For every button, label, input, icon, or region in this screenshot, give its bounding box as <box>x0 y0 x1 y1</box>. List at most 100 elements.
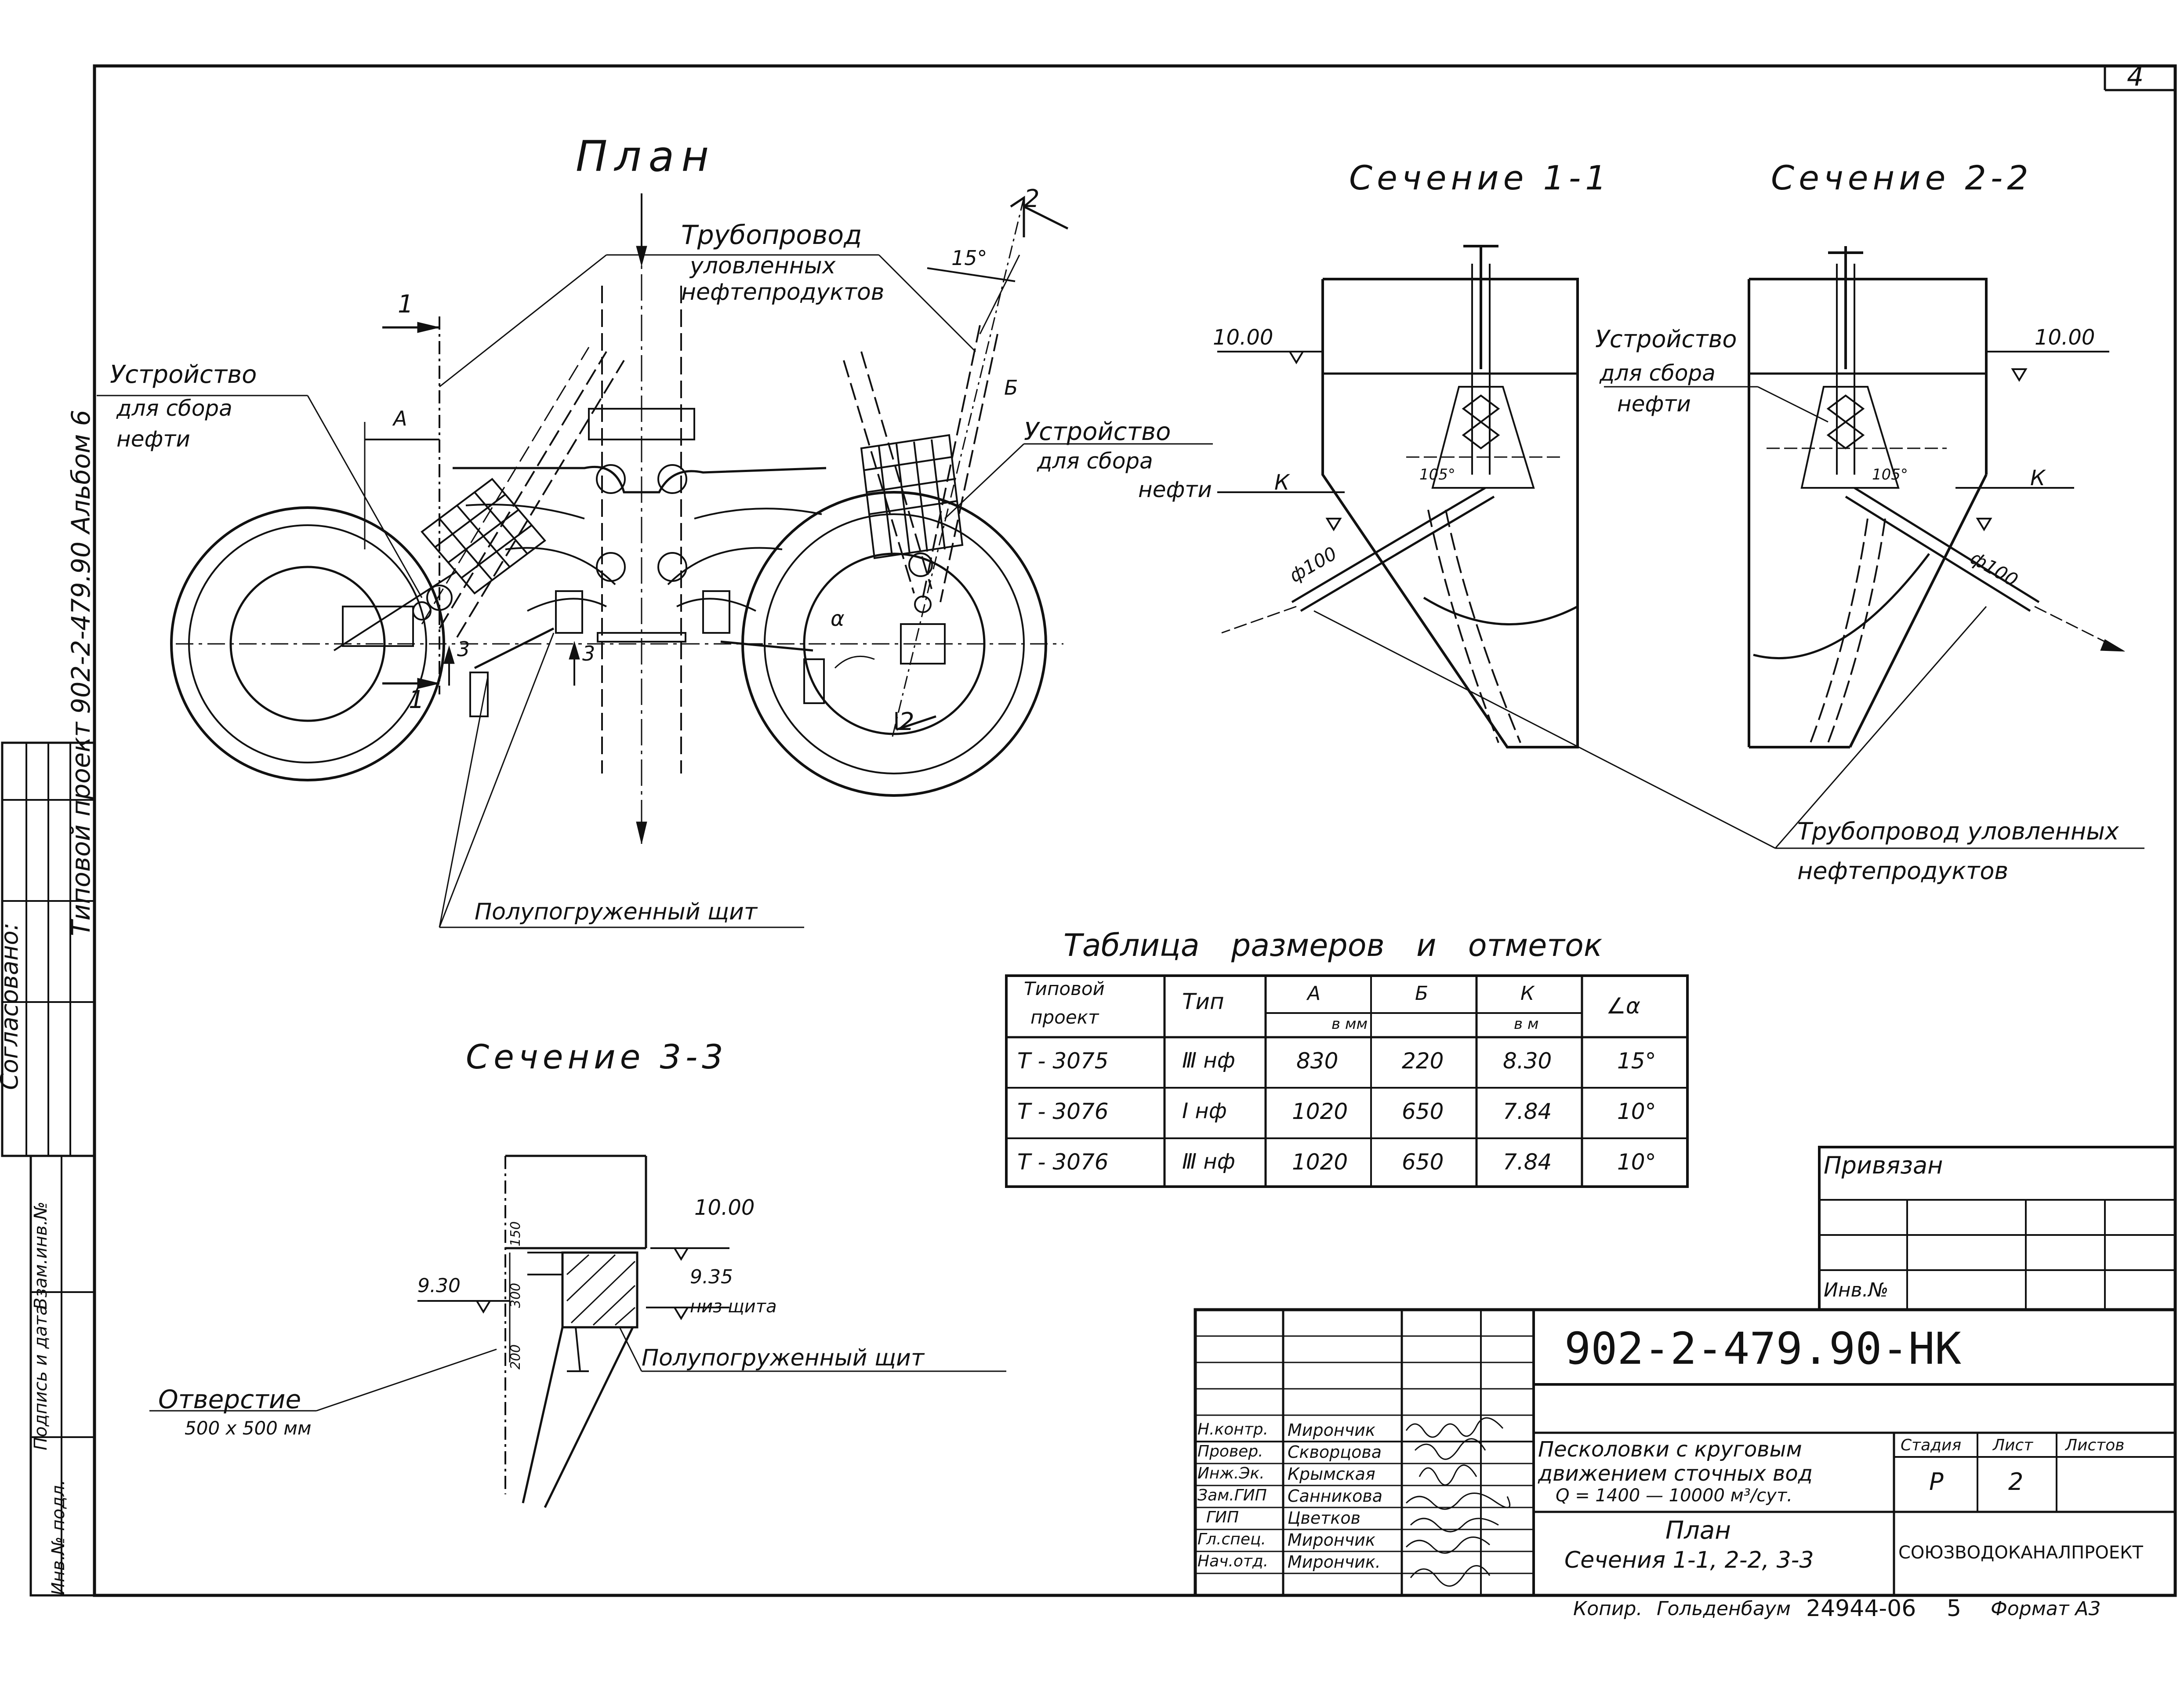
row2-k: 7.84 <box>1503 1099 1552 1124</box>
section-1-1-angle: 105° <box>1419 466 1455 483</box>
header-a: А <box>1307 982 1321 1005</box>
drawing-name-2: Сечения 1-1, 2-2, 3-3 <box>1564 1547 1814 1573</box>
drawing-name-1: План <box>1665 1516 1731 1545</box>
drawing-frame <box>1 64 2177 1597</box>
header-unit-mm: в мм <box>1331 1015 1368 1033</box>
role-3: Инж.Эк. <box>1197 1464 1265 1482</box>
name-3: Крымская <box>1288 1464 1375 1484</box>
description-1: Песколовки с круговым <box>1538 1437 1802 1462</box>
section-2-2-k: К <box>2030 466 2046 490</box>
device-right-2: для сбора <box>1037 448 1153 474</box>
privyazan-title: Привязан <box>1824 1151 1943 1179</box>
row2-b: 650 <box>1402 1099 1444 1124</box>
section-3-3-title: Сечение 3-3 <box>466 1037 728 1076</box>
row3-alpha: 10° <box>1617 1149 1656 1175</box>
role-2: Провер. <box>1197 1442 1263 1460</box>
section-2-2-angle: 105° <box>1872 466 1908 483</box>
privyazan-inv: Инв.№ <box>1824 1279 1889 1301</box>
device-right-3: нефти <box>1138 477 1212 502</box>
right-oil-collector <box>860 434 964 665</box>
device-left-2: для сбора <box>116 396 232 421</box>
role-7: Нач.отд. <box>1197 1552 1269 1570</box>
section-3-3 <box>149 1155 1006 1508</box>
header-type: Тип <box>1182 989 1224 1014</box>
sheet-header: Лист <box>1993 1436 2033 1454</box>
device-left-1: Устройство <box>110 360 257 389</box>
header-alpha: ∠α <box>1606 993 1640 1019</box>
footer-copier: Гольденбаум <box>1657 1598 1791 1620</box>
header-b: Б <box>1415 982 1429 1005</box>
mark-3-right: 3 <box>582 642 595 665</box>
row1-k: 8.30 <box>1503 1048 1552 1074</box>
organization: СОЮЗВОДОКАНАЛПРОЕКТ <box>1898 1543 2143 1563</box>
row3-type: Ⅲ нф <box>1182 1149 1235 1174</box>
section-3-3-shield: Полупогруженный щит <box>642 1345 925 1371</box>
name-6: Мирончик <box>1288 1530 1375 1550</box>
row3-b: 650 <box>1402 1149 1444 1175</box>
plan-view <box>97 193 1213 928</box>
table-title: Таблица размеров и отметок <box>1063 927 1603 963</box>
vzam-inv-label: Взам.инв.№ <box>31 1201 51 1310</box>
header-project-2: проект <box>1030 1006 1099 1028</box>
section-3-3-level-right: 9.35 <box>690 1266 733 1288</box>
section-2-2-title: Сечение 2-2 <box>1771 158 2033 197</box>
name-1: Мирончик <box>1288 1420 1375 1440</box>
name-4: Санникова <box>1288 1486 1383 1506</box>
opening-label: Отверстие <box>158 1384 301 1414</box>
plan-title: План <box>576 132 716 181</box>
dimensions-table-grid <box>1005 974 1689 1188</box>
section-1-1 <box>1217 245 1579 748</box>
footer-format: Формат А3 <box>1991 1598 2101 1620</box>
description-2: движением сточных вод <box>1538 1461 1813 1486</box>
name-2: Скворцова <box>1288 1442 1382 1462</box>
name-7: Мирончик. <box>1288 1552 1381 1572</box>
row2-alpha: 10° <box>1617 1099 1656 1124</box>
section-1-1-device-2: для сбора <box>1600 360 1716 386</box>
shield-bottom-label: низ щита <box>690 1297 777 1317</box>
row3-k: 7.84 <box>1503 1149 1552 1175</box>
series-label: Типовой проект 902-2-479.90 Альбом 6 <box>66 410 96 936</box>
header-unit-m: в м <box>1514 1015 1539 1033</box>
dim-300: 300 <box>508 1282 524 1308</box>
header-k: К <box>1520 982 1535 1005</box>
pipeline-label-2: уловленных <box>690 253 836 279</box>
header-project-1: Типовой <box>1024 978 1105 999</box>
shield-label: Полупогруженный щит <box>475 899 758 925</box>
pipeline-label-1: Трубопровод <box>681 220 862 251</box>
section-3-3-level-top: 10.00 <box>694 1195 755 1220</box>
signatures <box>1405 1417 1511 1587</box>
role-5: ГИП <box>1206 1508 1239 1526</box>
stage-value: Р <box>1929 1468 1944 1496</box>
dim-b: Б <box>1004 376 1018 400</box>
left-oil-collector <box>333 478 546 651</box>
row1-a: 830 <box>1296 1048 1339 1074</box>
sheets-header: Листов <box>2065 1436 2125 1454</box>
description-3: Q = 1400 — 10000 м³/сут. <box>1556 1485 1792 1506</box>
dim-150: 150 <box>508 1221 524 1247</box>
row1-type: Ⅲ нф <box>1182 1048 1235 1073</box>
section-2-2-level: 10.00 <box>2035 325 2095 350</box>
section-1-1-device-1: Устройство <box>1595 325 1737 353</box>
stage-header: Стадия <box>1901 1436 1962 1454</box>
title-block-grid <box>1194 1308 2177 1597</box>
mark-2-bottom: 2 <box>899 708 914 736</box>
row1-project: Т - 3075 <box>1017 1048 1109 1074</box>
opening-size: 500 х 500 мм <box>185 1417 312 1439</box>
alpha-mark: α <box>831 607 845 631</box>
role-4: Зам.ГИП <box>1197 1486 1267 1504</box>
row3-project: Т - 3076 <box>1017 1149 1109 1175</box>
row1-b: 220 <box>1402 1048 1444 1074</box>
role-6: Гл.спец. <box>1197 1530 1266 1548</box>
pipeline-label-3: нефтепродуктов <box>681 279 885 305</box>
inv-podl-label: Инв.№ подл. <box>48 1479 69 1595</box>
pipeline-label-section-2: нефтепродуктов <box>1797 857 2009 885</box>
sheet-number: 4 <box>2127 62 2144 92</box>
name-5: Цветков <box>1288 1508 1361 1528</box>
footer-num: 5 <box>1947 1595 1962 1622</box>
sheet-value: 2 <box>2008 1468 2024 1496</box>
footer-order: 24944-06 <box>1806 1595 1916 1622</box>
role-1: Н.контр. <box>1197 1420 1269 1438</box>
agreed-label: Согласовано: <box>0 923 23 1090</box>
